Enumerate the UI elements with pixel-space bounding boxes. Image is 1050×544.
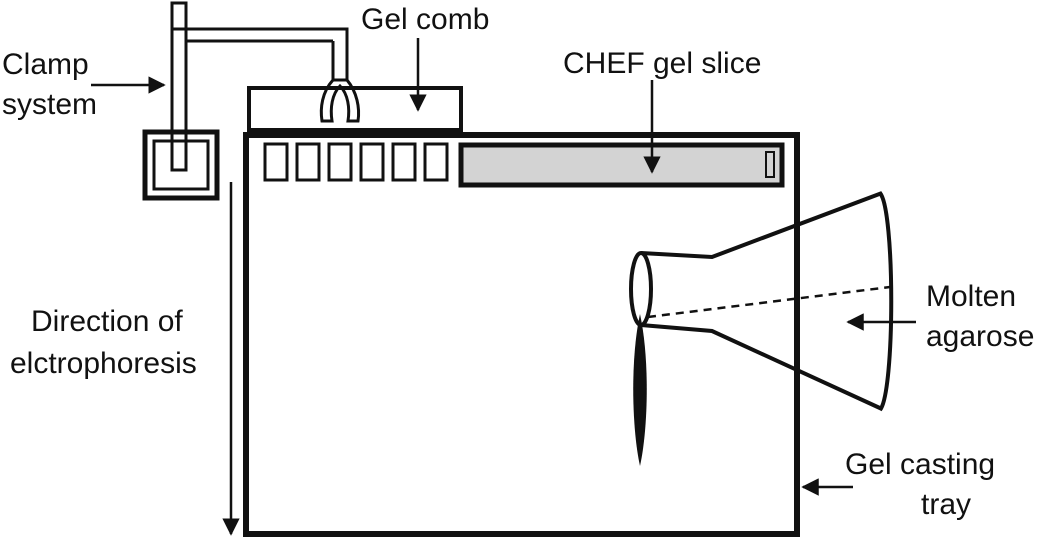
clamp-system <box>142 1 361 201</box>
label-tray-line2: tray <box>921 488 971 521</box>
well-4 <box>359 142 385 182</box>
label-clamp-line1: Clamp <box>2 48 89 81</box>
well-6 <box>423 142 449 182</box>
agarose-level-line <box>647 285 891 319</box>
funnel-small-rim <box>629 251 653 327</box>
label-clamp-line2: system <box>2 88 97 121</box>
label-gel-comb: Gel comb <box>361 3 489 36</box>
well-3 <box>327 142 353 182</box>
label-direction-line2: elctrophoresis <box>10 347 197 380</box>
label-direction-line1: Direction of <box>31 305 183 338</box>
label-chef-slice: CHEF gel slice <box>563 47 761 80</box>
funnel-body <box>640 191 883 411</box>
well-2 <box>295 142 321 182</box>
label-tray-line1: Gel casting <box>845 448 995 481</box>
funnel-wide-rim <box>878 191 894 412</box>
agarose-stream <box>633 314 647 466</box>
funnel <box>629 191 894 466</box>
label-molten-line2: agarose <box>926 320 1034 353</box>
well-1 <box>263 142 289 182</box>
gel-casting-tray <box>243 132 800 537</box>
label-molten-line1: Molten <box>926 280 1016 313</box>
comb-wells <box>263 142 449 182</box>
chef-gel-slice <box>458 142 785 188</box>
well-5 <box>391 142 417 182</box>
clamp-block-inner <box>152 139 210 191</box>
gel-comb-body <box>247 86 463 132</box>
chef-gel-slice-notch <box>765 151 775 178</box>
clamp-block-outer <box>142 129 220 201</box>
clamp-rod <box>170 1 349 172</box>
comb-hook <box>319 78 361 123</box>
